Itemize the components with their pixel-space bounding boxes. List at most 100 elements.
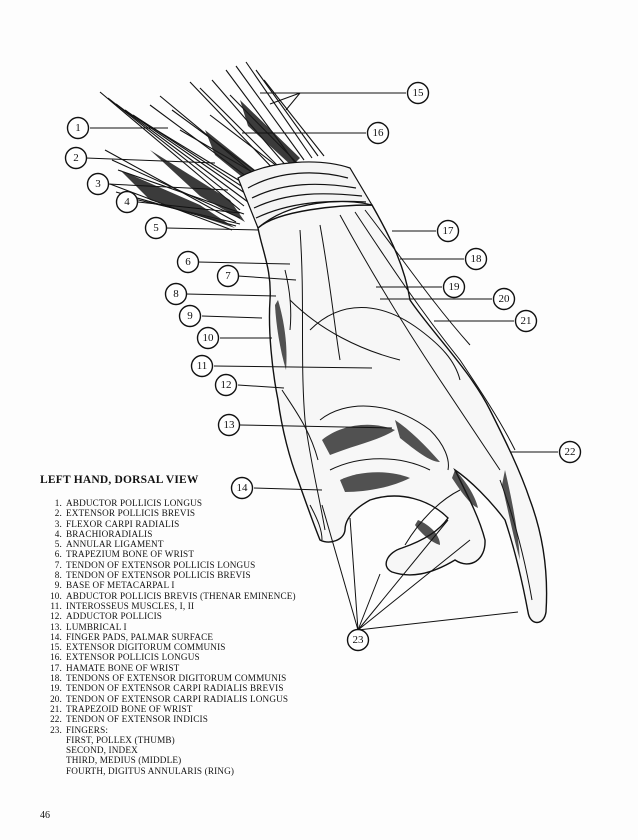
legend-finger-subitem: THIRD, MEDIUS (MIDDLE) bbox=[66, 755, 182, 766]
svg-text:12: 12 bbox=[221, 379, 232, 391]
legend-item: 16. EXTENSOR POLLICIS LONGUS bbox=[40, 652, 340, 662]
legend-item-label: LUMBRICAL I bbox=[66, 621, 127, 632]
legend-item-number: 21. bbox=[50, 703, 62, 714]
legend-item: 9. BASE OF METACARPAL I bbox=[40, 580, 340, 590]
legend-item-number: 19. bbox=[50, 683, 62, 694]
legend-item-number: 7. bbox=[54, 559, 62, 570]
legend-item-number: 16. bbox=[50, 652, 62, 663]
legend-item-number: 4. bbox=[54, 528, 62, 539]
legend-item: 20.TENDON OF EXTENSOR CARPI RADIALIS LON… bbox=[40, 694, 340, 704]
callout-4: 4 bbox=[115, 190, 139, 214]
callout-7: 7 bbox=[216, 264, 240, 288]
svg-text:1: 1 bbox=[75, 122, 81, 134]
svg-text:20: 20 bbox=[499, 293, 511, 305]
legend-item-number: 17. bbox=[50, 662, 62, 673]
callout-19: 19 bbox=[442, 275, 466, 299]
legend-item-number: 22. bbox=[50, 714, 62, 725]
svg-text:14: 14 bbox=[237, 482, 249, 494]
legend-finger-subitem: SECOND, INDEX bbox=[66, 745, 138, 756]
legend-item: 7.TENDON OF EXTENSOR POLLICIS LONGUS bbox=[40, 560, 340, 570]
legend-item: 2.EXTENSOR POLLICIS BREVIS bbox=[40, 508, 340, 518]
legend-item-number: 13. bbox=[50, 621, 62, 632]
legend-item-label: FINGERS: bbox=[66, 724, 109, 735]
legend-item-number: 8. bbox=[54, 570, 62, 581]
callout-3: 3 bbox=[86, 172, 110, 196]
legend-item-label: HAMATE BONE OF WRIST bbox=[66, 662, 180, 673]
page-number: 46 bbox=[40, 810, 50, 821]
callout-18: 18 bbox=[464, 247, 488, 271]
callout-10: 10 bbox=[196, 326, 220, 350]
legend-item-number: 2. bbox=[54, 508, 62, 519]
legend-finger-subitem: FOURTH, DIGITUS ANNULARIS (RING) bbox=[66, 765, 235, 776]
legend-item: 17. HAMATE BONE OF WRIST bbox=[40, 663, 340, 673]
callout-21: 21 bbox=[514, 309, 538, 333]
legend-item-label: ANNULAR LIGAMENT bbox=[66, 539, 164, 550]
callout-9: 9 bbox=[178, 304, 202, 328]
legend-item-label: EXTENSOR POLLICIS LONGUS bbox=[66, 652, 200, 663]
legend-item-label: BRACHIORADIALIS bbox=[66, 528, 153, 539]
legend-item: 23. FINGERS:FIRST, POLLEX (THUMB)SECOND, … bbox=[40, 725, 340, 776]
callout-13: 13 bbox=[217, 413, 241, 437]
legend-item: 12.ADDUCTOR POLLICIS bbox=[40, 611, 340, 621]
legend-item-label: TENDON OF EXTENSOR POLLICIS BREVIS bbox=[66, 570, 251, 581]
svg-text:8: 8 bbox=[173, 288, 179, 300]
callout-11: 11 bbox=[190, 354, 214, 378]
svg-text:5: 5 bbox=[153, 222, 159, 234]
legend-item-label: FLEXOR CARPI RADIALIS bbox=[66, 518, 180, 529]
svg-text:19: 19 bbox=[449, 281, 461, 293]
legend-item-label: EXTENSOR DIGITORUM COMMUNIS bbox=[66, 642, 226, 653]
legend: LEFT HAND, DORSAL VIEW 1.ABDUCTOR POLLIC… bbox=[40, 474, 340, 776]
svg-text:18: 18 bbox=[471, 253, 483, 265]
svg-text:17: 17 bbox=[443, 225, 455, 237]
legend-item: 6.TRAPEZIUM BONE OF WRIST bbox=[40, 549, 340, 559]
legend-item-label: TENDONS OF EXTENSOR DIGITORUM COMMUNIS bbox=[66, 673, 287, 684]
hand-shading bbox=[275, 300, 520, 560]
legend-item-label: INTEROSSEUS MUSCLES, I, II bbox=[66, 600, 195, 611]
legend-item: 15. EXTENSOR DIGITORUM COMMUNIS bbox=[40, 642, 340, 652]
legend-item-label: TENDON OF EXTENSOR INDICIS bbox=[66, 714, 208, 725]
svg-text:7: 7 bbox=[225, 270, 231, 282]
legend-item: 19.TENDON OF EXTENSOR CARPI RADIALIS BRE… bbox=[40, 683, 340, 693]
legend-finger-subitem: FIRST, POLLEX (THUMB) bbox=[66, 734, 175, 745]
callout-17: 17 bbox=[436, 219, 460, 243]
svg-text:4: 4 bbox=[124, 196, 130, 208]
svg-text:3: 3 bbox=[95, 178, 101, 190]
legend-item-number: 15. bbox=[50, 642, 62, 653]
callout-12: 12 bbox=[214, 373, 238, 397]
svg-text:6: 6 bbox=[185, 256, 191, 268]
legend-item-number: 3. bbox=[54, 518, 62, 529]
legend-item-label: ADDUCTOR POLLICIS bbox=[66, 611, 163, 622]
legend-item: 8. TENDON OF EXTENSOR POLLICIS BREVIS bbox=[40, 570, 340, 580]
legend-item-label: BASE OF METACARPAL I bbox=[66, 580, 175, 591]
legend-item-number: 10. bbox=[50, 590, 62, 601]
legend-item-label: FINGER PADS, PALMAR SURFACE bbox=[66, 631, 214, 642]
callout-6: 6 bbox=[176, 250, 200, 274]
callout-8: 8 bbox=[164, 282, 188, 306]
legend-item: 4. BRACHIORADIALIS bbox=[40, 529, 340, 539]
callout-5: 5 bbox=[144, 216, 168, 240]
legend-item-number: 23. bbox=[50, 724, 62, 735]
legend-item: 22. TENDON OF EXTENSOR INDICIS bbox=[40, 714, 340, 724]
legend-item: 3. FLEXOR CARPI RADIALIS bbox=[40, 519, 340, 529]
legend-item-number: 9. bbox=[54, 580, 62, 591]
legend-item-number: 20. bbox=[50, 693, 62, 704]
svg-text:9: 9 bbox=[187, 310, 193, 322]
legend-item-number: 14. bbox=[50, 631, 62, 642]
svg-text:13: 13 bbox=[224, 419, 236, 431]
callout-16: 16 bbox=[366, 121, 390, 145]
legend-item-label: TRAPEZOID BONE OF WRIST bbox=[66, 703, 193, 714]
legend-item-number: 18. bbox=[50, 673, 62, 684]
svg-text:21: 21 bbox=[521, 315, 532, 327]
svg-text:16: 16 bbox=[373, 127, 385, 139]
callout-15: 15 bbox=[406, 81, 430, 105]
leader-lines bbox=[85, 92, 558, 631]
legend-item-label: ABDUCTOR POLLICIS BREVIS (THENAR EMINENC… bbox=[66, 590, 296, 601]
hand-detail-lines bbox=[281, 209, 533, 601]
callout-2: 2 bbox=[64, 146, 88, 170]
callout-23: 23 bbox=[346, 628, 370, 652]
svg-text:10: 10 bbox=[203, 332, 215, 344]
callout-14: 14 bbox=[230, 476, 254, 500]
legend-item: 1.ABDUCTOR POLLICIS LONGUS bbox=[40, 498, 340, 508]
